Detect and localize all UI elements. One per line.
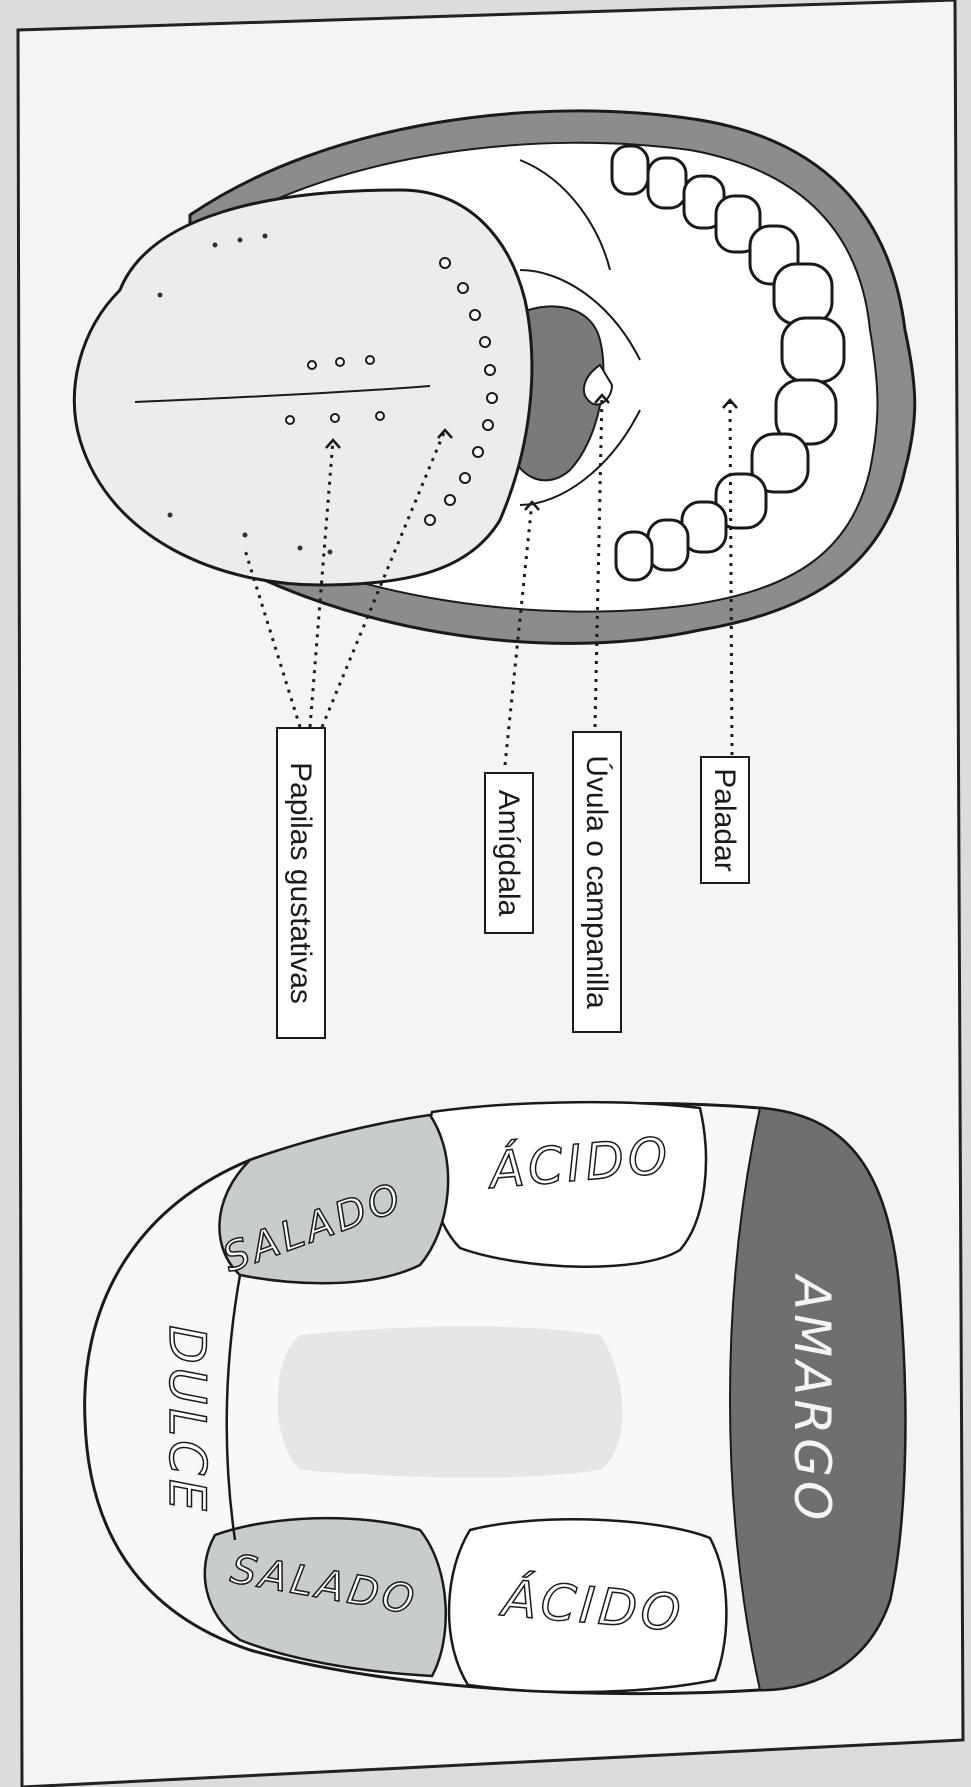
callout-paladar: Paladar — [701, 757, 749, 883]
callout-paladar-text: Paladar — [708, 768, 741, 871]
callout-papilas-gustativas: Papilas gustativas — [277, 728, 325, 1038]
label-dulce: DULCE — [158, 1325, 216, 1514]
label-amargo: AMARGO — [783, 1273, 841, 1524]
tongue-center-patch — [278, 1326, 623, 1477]
taste-map: AMARGO ÁCIDO ÁCIDO SALADO SALADO DULCE — [85, 1102, 906, 1693]
callout-uvula-text: Úvula o campanilla — [580, 755, 613, 1009]
callout-amigdala: Amígdala — [485, 773, 533, 933]
callout-amigdala-text: Amígdala — [492, 790, 525, 917]
callout-papilas-text: Papilas gustativas — [284, 762, 317, 1004]
callout-uvula: Úvula o campanilla — [573, 732, 621, 1032]
